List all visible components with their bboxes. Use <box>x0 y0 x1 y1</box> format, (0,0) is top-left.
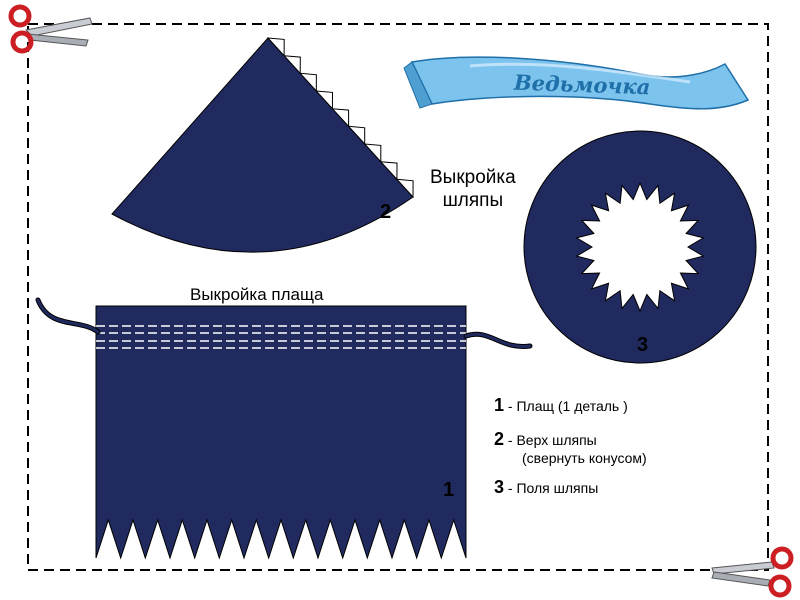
legend-item-cape: 1 - Плащ (1 деталь ) <box>494 396 628 415</box>
dashed-cut-border <box>27 23 769 571</box>
piece-number-hat-top: 2 <box>380 201 392 223</box>
hat-brim-piece <box>523 130 757 364</box>
legend-separator: - <box>504 432 517 448</box>
legend-number: 3 <box>494 477 505 497</box>
legend-item-hat-brim: 3 - Поля шляпы <box>494 478 598 497</box>
piece-number-hat-brim: 3 <box>637 334 649 356</box>
hat-pattern-title-line1: Выкройка <box>430 167 516 188</box>
cape-pattern-title: Выкройка плаща <box>190 285 324 304</box>
legend-text: Верх шляпы <box>516 432 597 448</box>
legend-separator: - <box>504 480 517 496</box>
banner-ribbon <box>403 56 750 110</box>
hat-pattern-title-line2: шляпы <box>442 190 504 211</box>
legend-number: 1 <box>494 395 505 415</box>
hat-pattern-title: Выкройка шляпы <box>430 166 516 212</box>
legend-text: Плащ (1 деталь ) <box>516 398 628 414</box>
scissors-icon <box>8 4 93 54</box>
scissors-icon <box>711 546 794 598</box>
banner-title: Ведьмочка <box>513 69 651 100</box>
legend-text-secondary: (свернуть конусом) <box>522 450 647 466</box>
hat-top-piece <box>111 37 414 253</box>
legend-separator: - <box>504 398 517 414</box>
piece-number-cape: 1 <box>443 479 455 501</box>
legend-number: 2 <box>494 429 505 449</box>
legend-item-hat-top: 2 - Верх шляпы (свернуть конусом) <box>494 430 647 467</box>
cape-piece <box>35 297 533 560</box>
legend-text: Поля шляпы <box>516 480 599 496</box>
